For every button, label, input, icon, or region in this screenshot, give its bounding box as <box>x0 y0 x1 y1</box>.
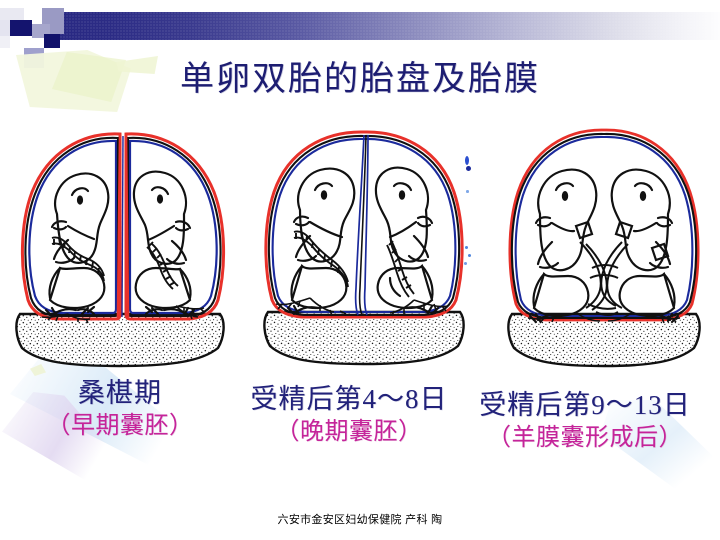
fetus-right <box>132 170 196 318</box>
chorionic-vessels-right <box>389 299 449 317</box>
scan-speckle <box>466 166 471 171</box>
fetus-right <box>374 166 440 316</box>
scan-speckle <box>466 190 469 193</box>
deco-square-4 <box>0 20 10 36</box>
deco-square-8 <box>44 34 60 48</box>
caption-stage-2-sub: （晚期囊胚） <box>275 419 423 445</box>
deco-square-5 <box>10 20 32 36</box>
umbilical-cord-right <box>146 241 179 290</box>
caption-stage-2: 受精后第4～8日 （晚期囊胚） <box>234 382 464 448</box>
scan-speckle <box>465 156 469 165</box>
fetus-left <box>44 172 110 318</box>
uterus-outline-group <box>15 132 226 368</box>
fetus-left <box>286 167 356 316</box>
caption-stage-1-sub: （早期囊胚） <box>46 413 194 439</box>
caption-stage-3-main: 受精后第9～13日 <box>479 390 691 420</box>
scan-speckle <box>464 262 467 265</box>
uterus-outline-group <box>507 128 701 368</box>
caption-stage-1-main: 桑椹期 <box>78 378 162 408</box>
fetus-right <box>610 168 680 324</box>
chorionic-vessels-left <box>41 313 91 324</box>
slide-title: 单卵双胎的胎盘及胎膜 <box>180 61 540 98</box>
header-gradient-band <box>42 12 720 40</box>
figure-monochorionic-diamniotic <box>252 118 476 368</box>
scan-speckle <box>468 254 471 257</box>
caption-stage-1: 桑椹期 （早期囊胚） <box>10 376 230 442</box>
scan-speckle <box>465 246 468 249</box>
deco-square-2 <box>24 8 42 20</box>
caption-stage-2-main: 受精后第4～8日 <box>250 384 448 414</box>
chorionic-vessels-right <box>175 305 205 320</box>
slide-footer: 六安市金安区妇幼保健院 产科 陶 <box>277 514 443 526</box>
umbilical-cord-left <box>51 236 105 282</box>
fetus-left <box>528 168 598 324</box>
umbilical-cords-entangled <box>579 241 629 316</box>
figure-monochorionic-monoamniotic <box>492 118 716 368</box>
caption-stage-3: 受精后第9～13日 （羊膜囊形成后） <box>460 388 710 454</box>
caption-stage-3-sub: （羊膜囊形成后） <box>487 425 683 451</box>
umbilical-cord-right <box>386 240 415 298</box>
chorionic-vessels-left <box>275 297 347 317</box>
header-band-dither <box>42 12 720 40</box>
figure-row <box>0 118 720 368</box>
deco-square-10 <box>0 36 10 48</box>
figure-dichorionic-diamniotic <box>8 118 232 368</box>
umbilical-cord-left <box>293 230 349 288</box>
uterus-outline-group <box>263 130 465 366</box>
caption-row: 桑椹期 （早期囊胚） 受精后第4～8日 （晚期囊胚） 受精后第9～13日 （羊膜… <box>0 372 720 462</box>
scan-speckle-group <box>462 150 484 310</box>
chorionic-vessels <box>527 313 681 324</box>
